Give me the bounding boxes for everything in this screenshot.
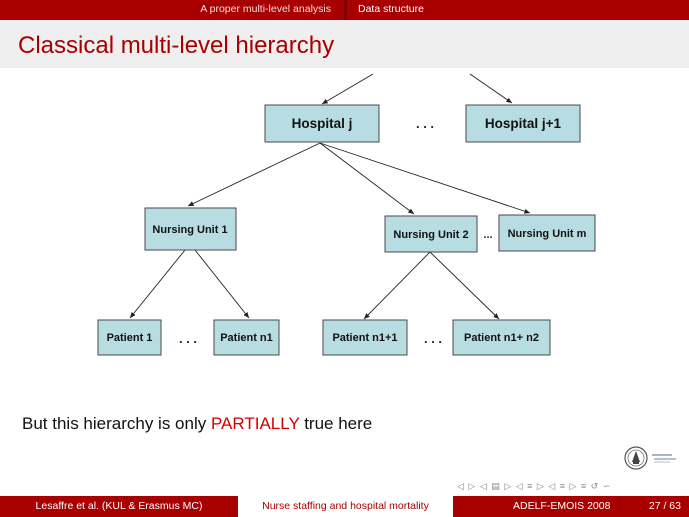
edge-hospital-to-unit-1	[187, 142, 321, 207]
title-bar: Classical multi-level hierarchy	[0, 20, 689, 68]
edge-unit-1-to-patient-n1	[194, 249, 250, 319]
footer-bar: Lesaffre et al. (KUL & Erasmus MC) Nurse…	[0, 496, 689, 517]
node-hospital-j1: Hospital j+1	[465, 104, 581, 143]
node-patient-n1p1-label: Patient n1+1	[332, 332, 397, 344]
top-navigation-bar: A proper multi-level analysis Data struc…	[0, 0, 689, 20]
slide-navigation-controls[interactable]: ◁ ▷ ◁ ▤ ▷ ◁ ≡ ▷ ◁ ≡ ▷ ≡ ↺ ∽	[457, 481, 612, 491]
edge-unit-2-to-patient-n1p1	[363, 251, 431, 320]
nav-divider	[344, 0, 347, 20]
footer-talk-title: Nurse staffing and hospital mortality	[238, 496, 453, 517]
edge-parent-to-hospital-j	[321, 73, 374, 105]
ellipsis-hospitals: . . .	[416, 116, 434, 131]
node-patient-n1n2-label: Patient n1+ n2	[464, 332, 539, 344]
statement-after: true here	[299, 414, 373, 433]
node-patient-n1-label: Patient n1	[220, 332, 273, 344]
node-nursing-unit-m: Nursing Unit m	[498, 214, 596, 252]
footer-authors: Lesaffre et al. (KUL & Erasmus MC)	[0, 496, 238, 517]
ellipsis-patients-unit-2: . . .	[424, 331, 442, 346]
node-patient-n1n2: Patient n1+ n2	[452, 319, 551, 356]
hierarchy-diagram: Hospital j . . . Hospital j+1 Nursing Un…	[97, 73, 596, 356]
edge-hospital-to-unit-m	[319, 142, 531, 214]
node-hospital-j: Hospital j	[264, 104, 380, 143]
footer-page-number: 27 / 63	[648, 500, 681, 512]
node-patient-1: Patient 1	[97, 319, 162, 356]
statement-text: But this hierarchy is only PARTIALLY tru…	[22, 414, 372, 434]
node-hospital-j1-label: Hospital j+1	[485, 116, 562, 131]
node-nursing-unit-m-label: Nursing Unit m	[508, 228, 587, 240]
university-seal-logo	[624, 446, 676, 470]
node-nursing-unit-1: Nursing Unit 1	[144, 207, 237, 251]
edge-unit-2-to-patient-n1n2	[429, 251, 500, 320]
nav-section-data-structure[interactable]: Data structure	[358, 3, 424, 15]
statement-emphasis: PARTIALLY	[210, 414, 300, 433]
edge-hospital-to-unit-2	[319, 142, 415, 215]
edge-parent-to-hospital-j1	[469, 73, 513, 104]
node-nursing-unit-2: Nursing Unit 2	[384, 215, 478, 253]
edge-unit-1-to-patient-1	[129, 249, 186, 319]
slide-title: Classical multi-level hierarchy	[18, 32, 335, 59]
node-patient-n1: Patient n1	[213, 319, 280, 356]
nav-section-multilevel-analysis[interactable]: A proper multi-level analysis	[200, 3, 331, 15]
node-nursing-unit-1-label: Nursing Unit 1	[152, 224, 227, 236]
node-hospital-j-label: Hospital j	[292, 116, 353, 131]
node-nursing-unit-2-label: Nursing Unit 2	[393, 229, 468, 241]
node-patient-n1p1: Patient n1+1	[322, 319, 408, 356]
ellipsis-units: ...	[483, 229, 492, 241]
footer-conference: ADELF-EMOIS 2008	[513, 500, 611, 512]
node-patient-1-label: Patient 1	[107, 332, 153, 344]
statement-before: But this hierarchy is only	[22, 414, 211, 433]
ellipsis-patients-unit-1: . . .	[179, 331, 197, 346]
footer-right-segment: ADELF-EMOIS 2008 27 / 63	[453, 496, 689, 517]
